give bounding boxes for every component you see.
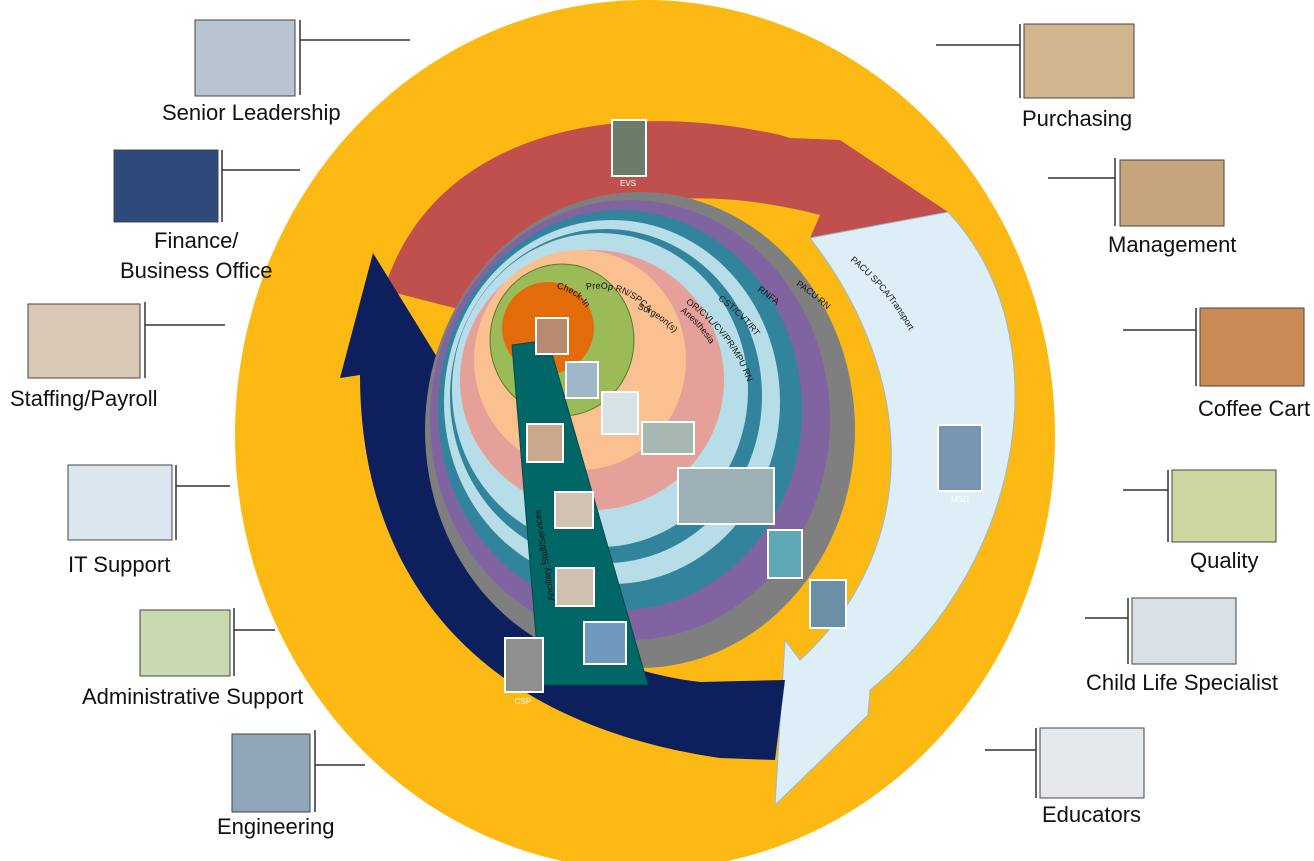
label-finance: Finance/ Business Office: [120, 228, 273, 283]
label-it-support: IT Support: [68, 552, 171, 577]
msd-arrow: [774, 211, 1016, 807]
external-photos: [27, 19, 1305, 813]
photo-quality: [1171, 469, 1277, 543]
label-purchasing: Purchasing: [1022, 106, 1133, 131]
photo-msd: [937, 424, 983, 492]
label-coffee-cart: Coffee Cart: [1198, 396, 1311, 421]
photo-rnfa: [767, 529, 803, 579]
photo-or-team: [677, 467, 775, 525]
label-quality: Quality: [1190, 548, 1259, 573]
photo-ancillary-1: [526, 423, 564, 463]
photo-senior-leadership: [194, 19, 296, 97]
photo-staffing: [27, 303, 141, 379]
label-staffing: Staffing/Payroll: [10, 386, 158, 411]
inner-photos: [504, 119, 983, 693]
label-management: Management: [1108, 232, 1237, 257]
label-educators: Educators: [1042, 802, 1142, 827]
photo-surgeon: [601, 391, 639, 435]
photo-checkin: [535, 317, 569, 355]
label-engineering: Engineering: [217, 814, 335, 839]
photo-management: [1119, 159, 1225, 227]
photo-educators: [1039, 727, 1145, 799]
photo-evs: [611, 119, 647, 177]
evs-caption: EVS: [620, 179, 636, 188]
photo-ancillary-2: [554, 491, 594, 529]
photo-ancillary-3: [555, 567, 595, 607]
photo-coffee-cart: [1199, 307, 1305, 387]
photo-anesthesia: [641, 421, 695, 455]
photo-child-life: [1131, 597, 1237, 665]
label-admin-support: Administrative Support: [82, 684, 304, 709]
photo-admin-support: [139, 609, 231, 677]
label-senior-leadership: Senior Leadership: [162, 100, 341, 125]
photo-engineering: [231, 733, 311, 813]
photo-pacu: [809, 579, 847, 629]
photo-csp: [504, 637, 544, 693]
csp-caption: CSP: [515, 697, 531, 706]
label-child-life: Child Life Specialist: [1086, 670, 1278, 695]
photo-finance: [113, 149, 219, 223]
photo-purchasing: [1023, 23, 1135, 99]
evs-arrow: [384, 121, 948, 310]
photo-preop: [565, 361, 599, 399]
photo-ancillary-4: [583, 621, 627, 665]
photo-it-support: [67, 464, 173, 541]
connector-lines: [144, 20, 1197, 812]
msd-caption: MSD: [951, 495, 969, 504]
